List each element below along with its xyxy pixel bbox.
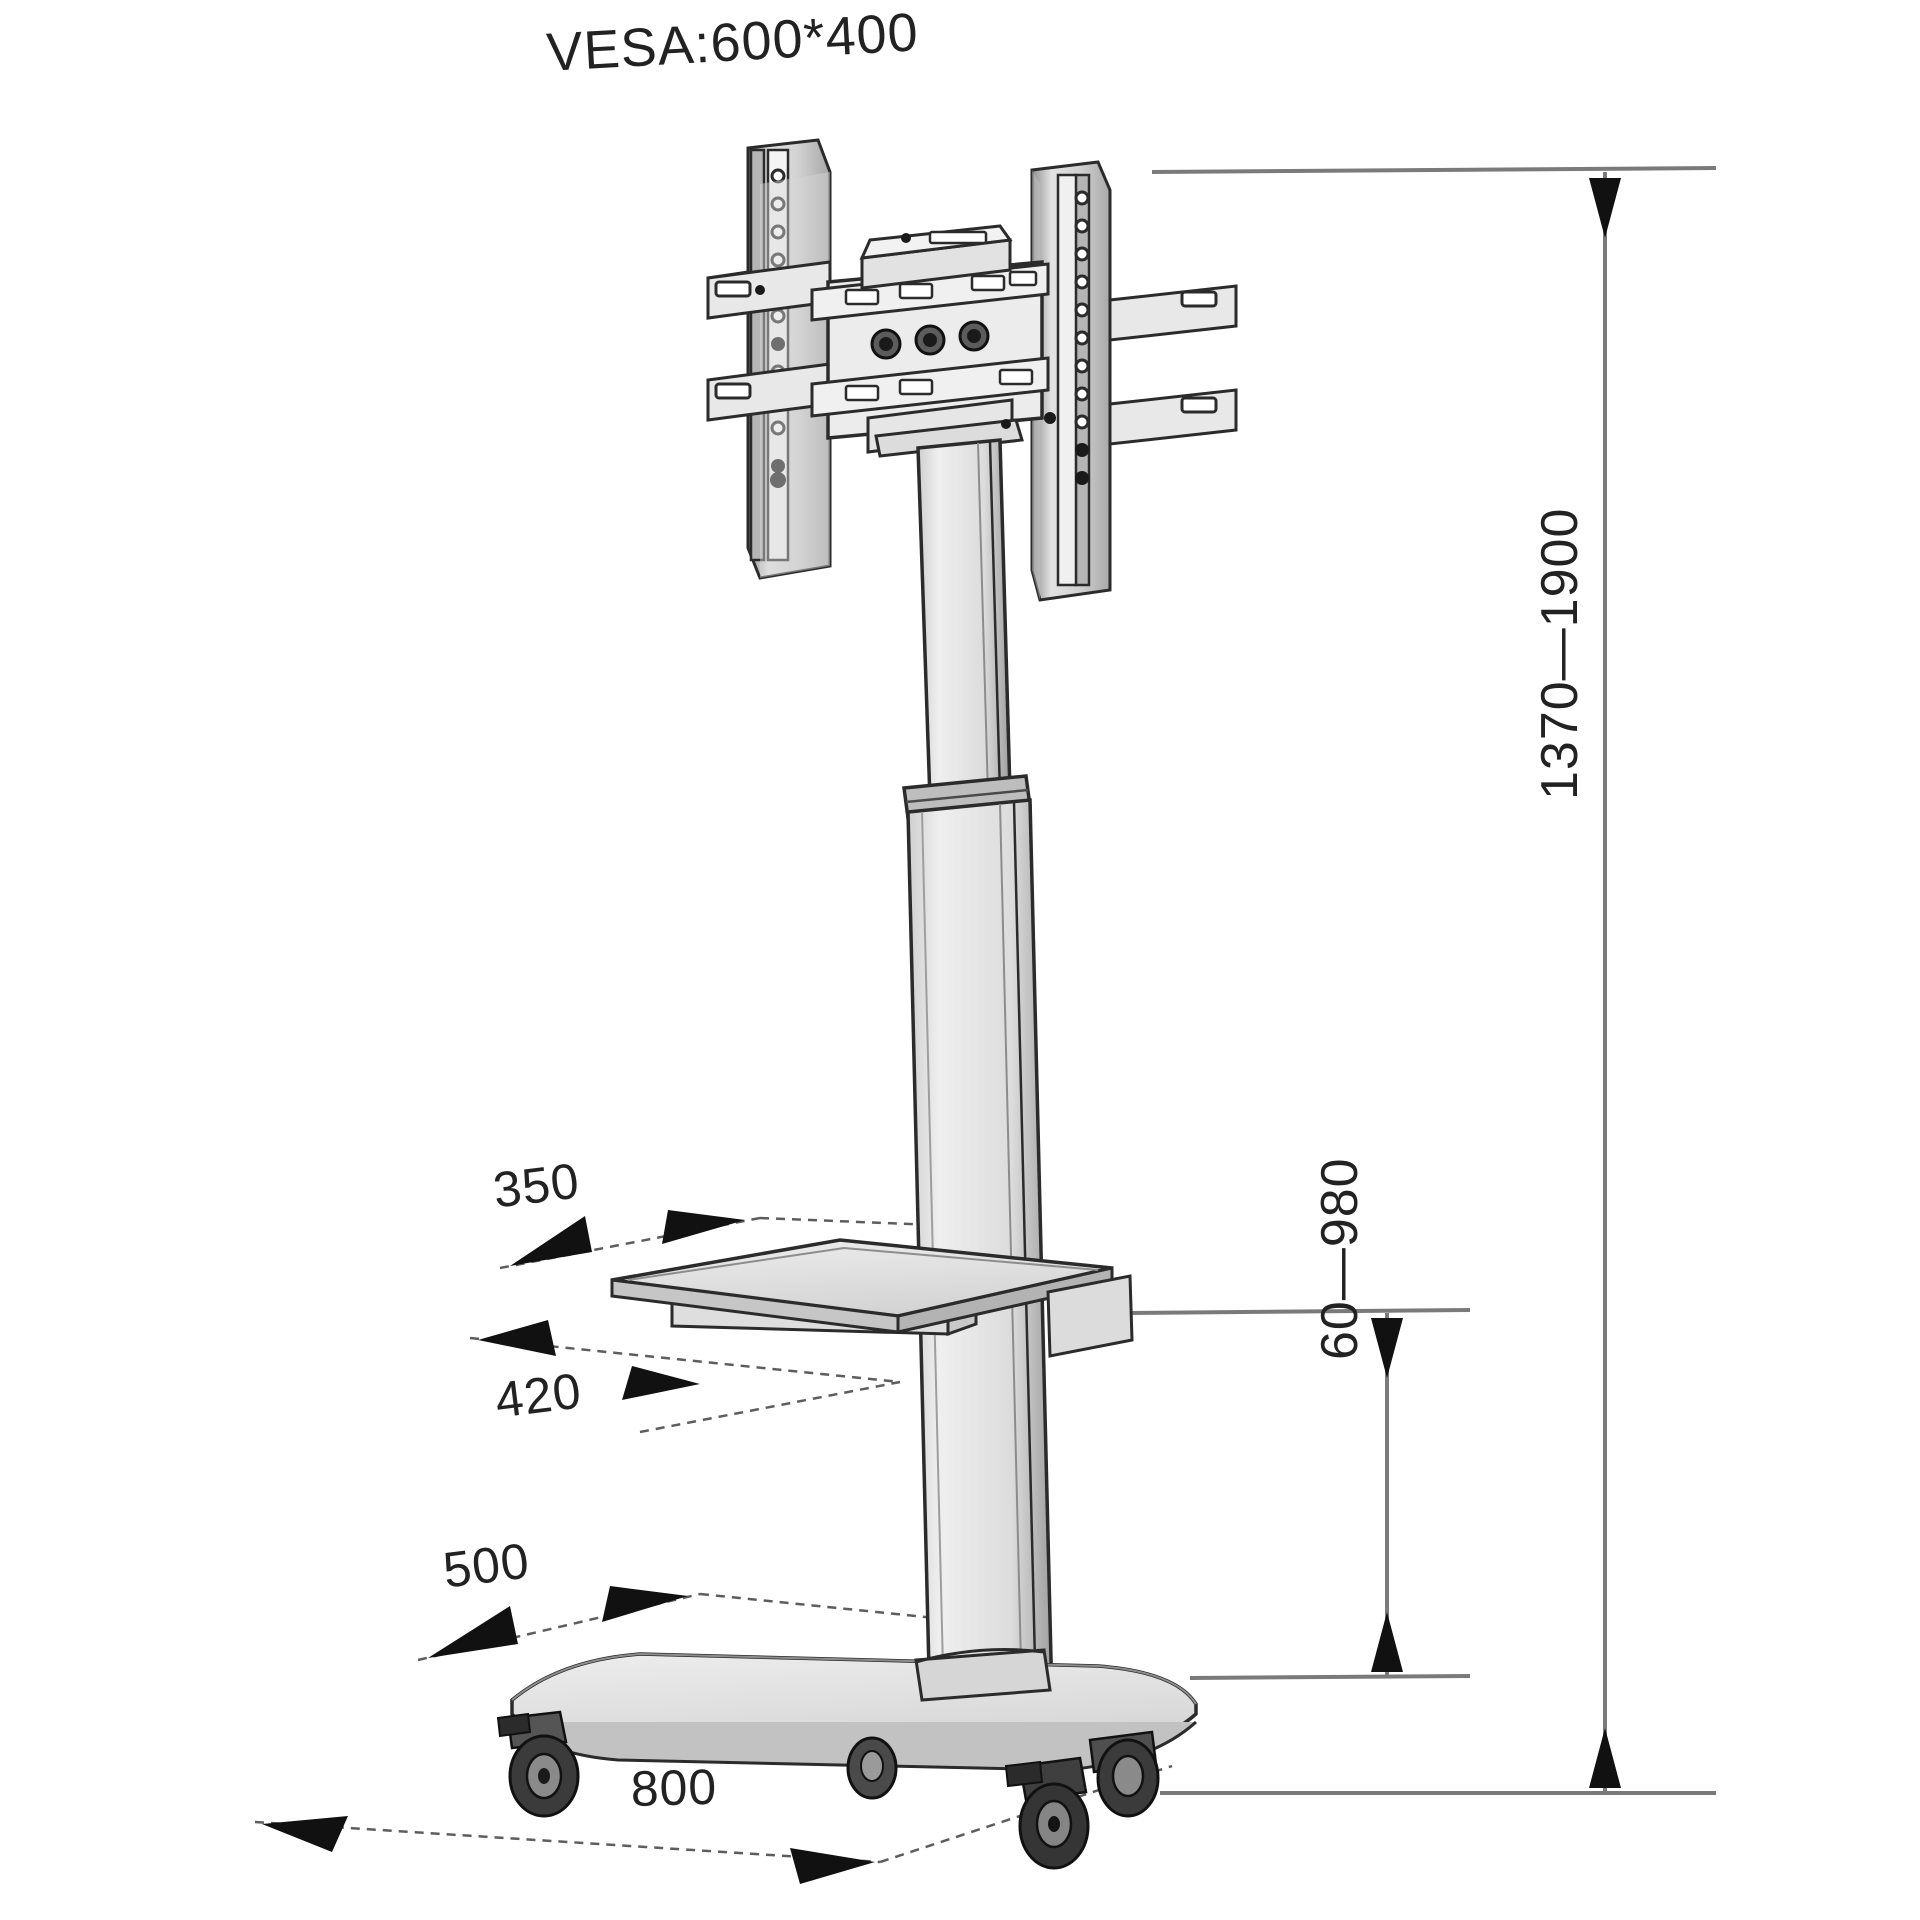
mount-cross-rail-lower bbox=[810, 356, 1050, 418]
arrowhead-420-left bbox=[478, 1320, 556, 1356]
arrowhead-800-right bbox=[790, 1848, 875, 1884]
dimension-label-base-width: 800 bbox=[630, 1758, 718, 1817]
dimension-label-shelf-height: 60—980 bbox=[1311, 1157, 1369, 1360]
accessory-shelf bbox=[610, 1238, 1114, 1334]
dimension-shelf-height bbox=[1127, 1308, 1471, 1680]
dimension-label-total-height: 1370—1900 bbox=[1531, 507, 1589, 800]
arrowhead-800-left bbox=[262, 1816, 348, 1852]
arrowhead-350-right bbox=[662, 1210, 745, 1244]
telescoping-column-upper bbox=[916, 438, 1012, 802]
shelf-support-plate bbox=[1046, 1274, 1134, 1358]
extension-line-top bbox=[1127, 1308, 1471, 1315]
mount-tilt-block bbox=[859, 224, 1013, 290]
vesa-bolt-holes bbox=[870, 320, 990, 360]
dimension-label-shelf-depth: 350 bbox=[490, 1152, 583, 1219]
caster-rear-right bbox=[1088, 1730, 1160, 1818]
caster-front-left bbox=[496, 1710, 580, 1818]
caster-front-right bbox=[1004, 1756, 1090, 1870]
arrowhead-420-right bbox=[622, 1366, 700, 1400]
caster-rear-left bbox=[846, 1736, 898, 1800]
arrowhead-top bbox=[1589, 178, 1621, 238]
arrowhead-350-left bbox=[510, 1216, 592, 1266]
arrowhead-bottom bbox=[1371, 1612, 1403, 1672]
column-base-flange bbox=[914, 1648, 1052, 1702]
mount-horizontal-arm-upper bbox=[706, 260, 1238, 342]
arrowhead-500-left bbox=[428, 1606, 518, 1658]
mount-horizontal-arm-lower bbox=[706, 362, 1238, 446]
mount-cross-rail-upper bbox=[810, 262, 1050, 322]
mount-vertical-rail-left bbox=[746, 138, 832, 580]
dimension-label-base-depth: 500 bbox=[440, 1532, 533, 1599]
dimension-label-shelf-width: 420 bbox=[492, 1362, 585, 1429]
mount-column-cap bbox=[866, 398, 1024, 458]
arrowhead-top bbox=[1371, 1318, 1403, 1378]
extension-line-top bbox=[1151, 166, 1717, 174]
arrowhead-500-right bbox=[602, 1586, 688, 1622]
extension-line-bottom bbox=[1189, 1674, 1471, 1680]
dimension-total-height bbox=[1151, 166, 1717, 1795]
arrowhead-bottom bbox=[1589, 1728, 1621, 1788]
